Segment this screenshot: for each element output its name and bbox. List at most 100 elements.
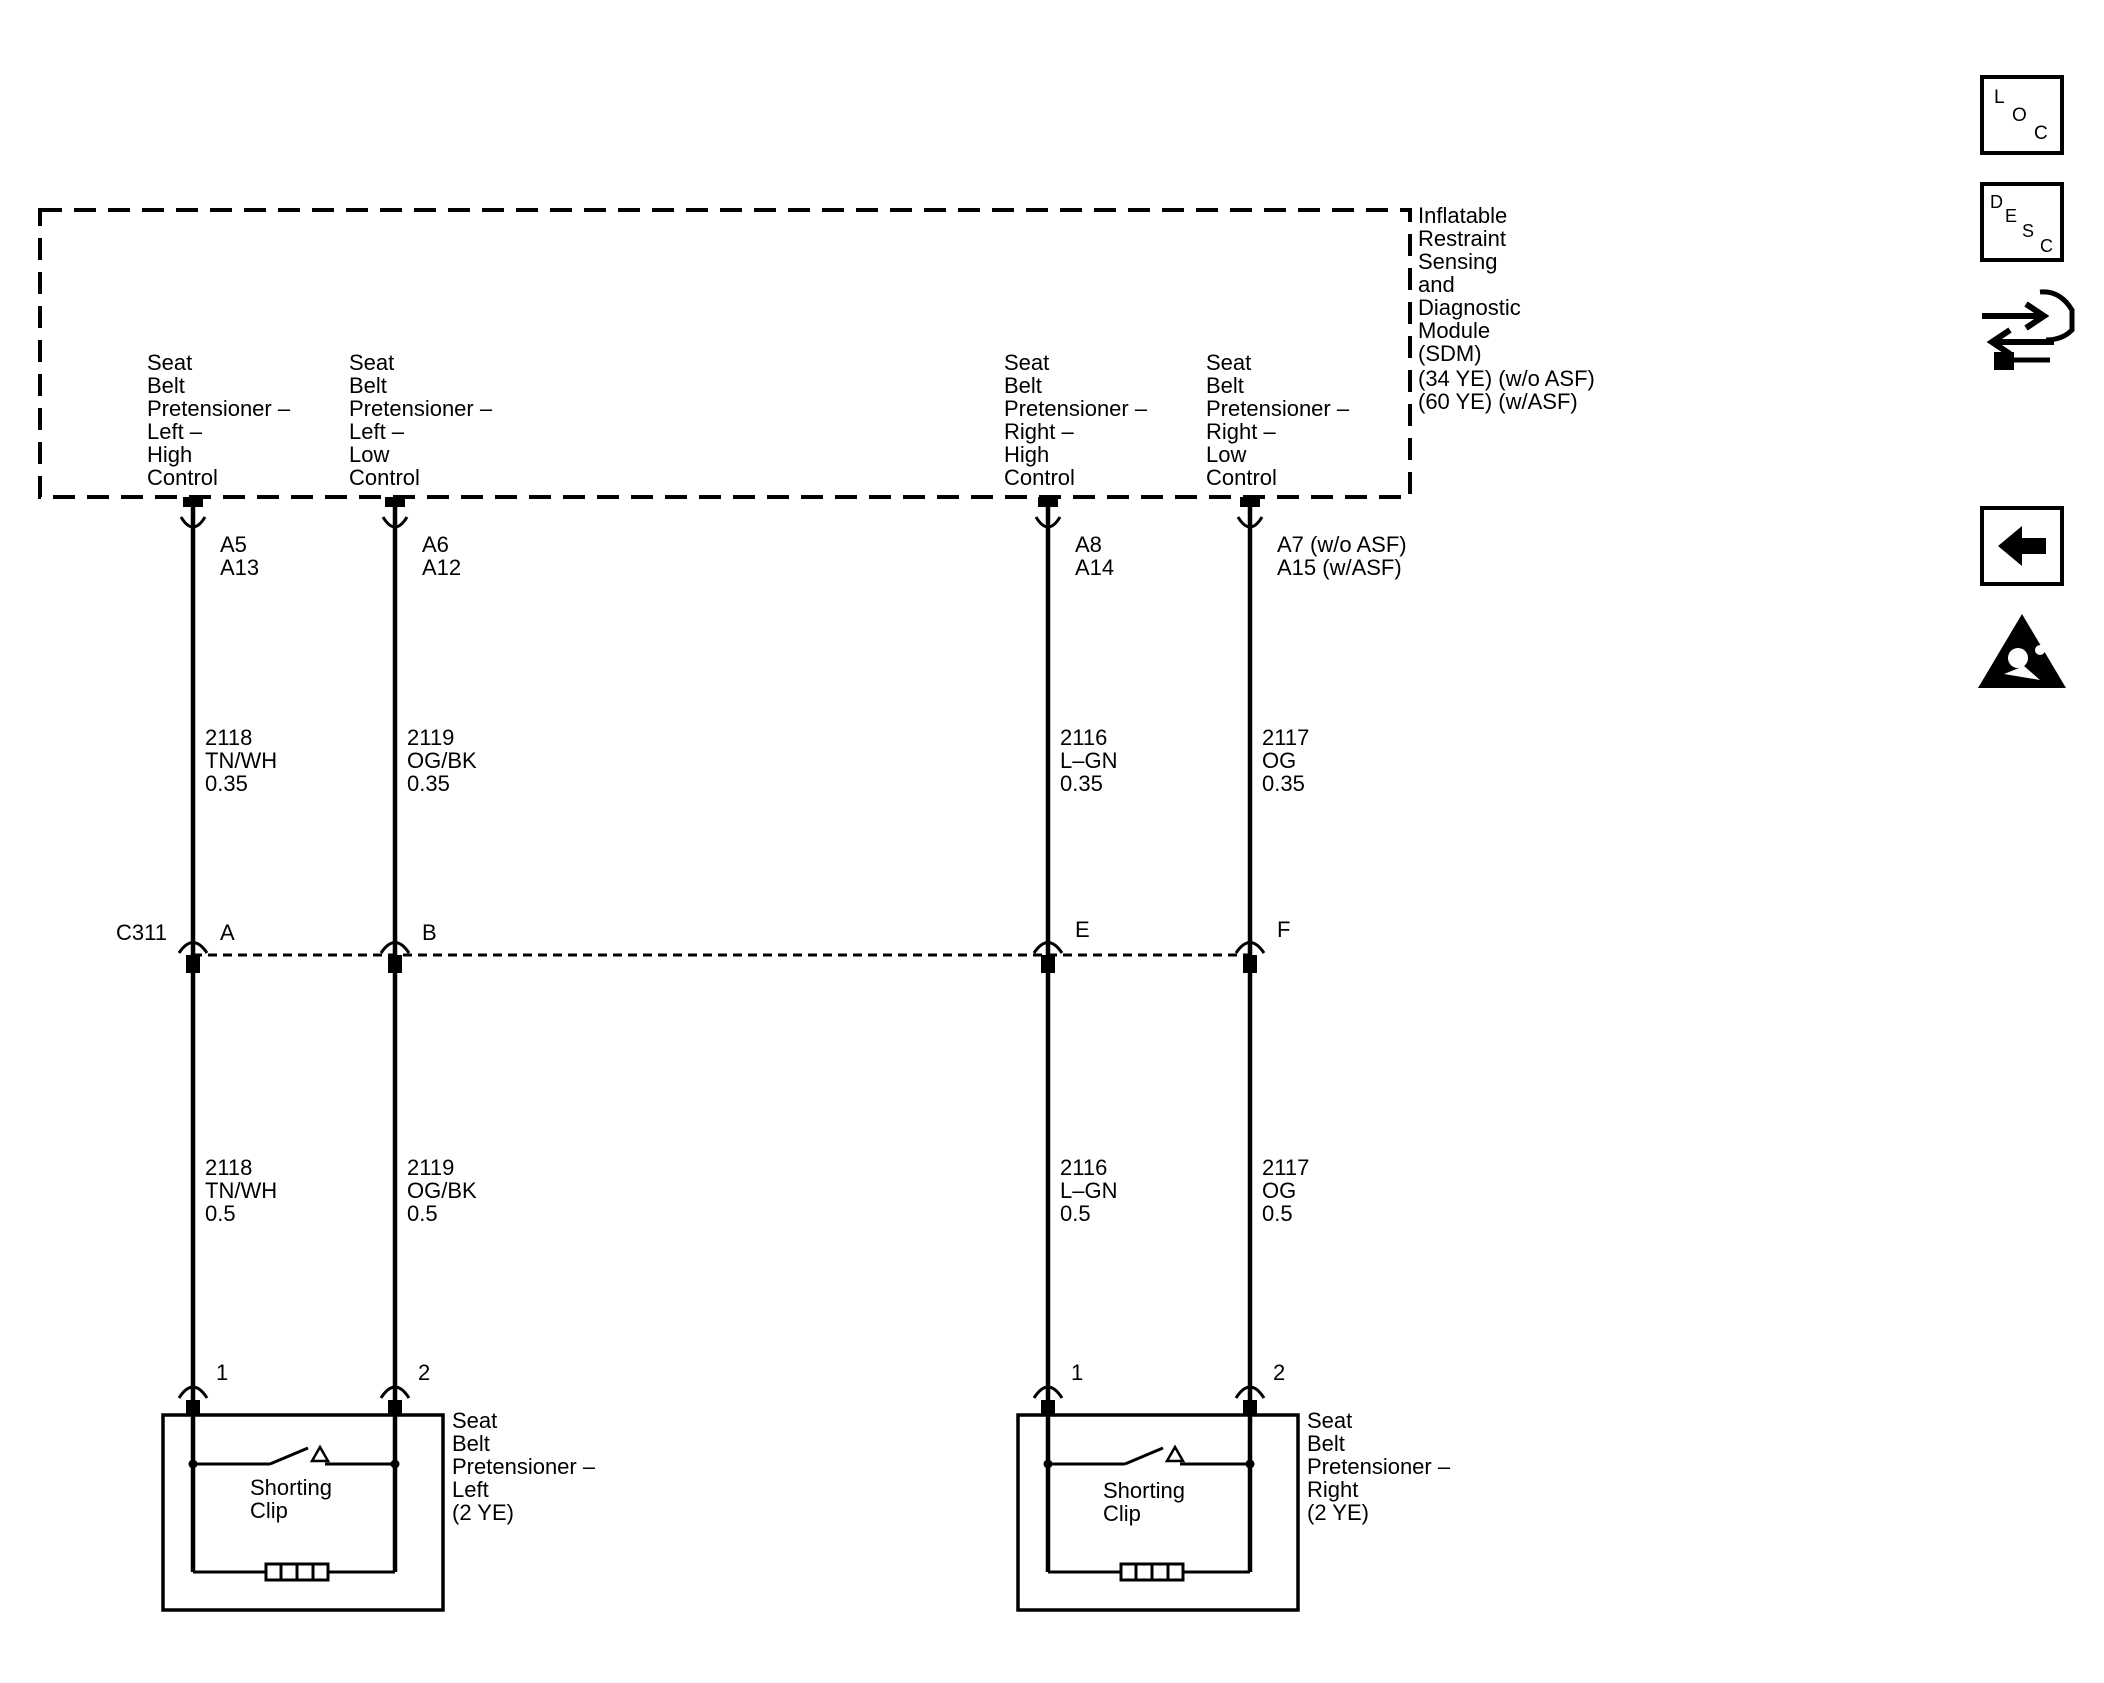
device-label-line: Right [1307, 1477, 1358, 1502]
device-label-line: (2 YE) [1307, 1500, 1369, 1525]
pretensioner-right: Shorting Clip [1016, 1412, 1300, 1612]
device-box [1016, 1413, 1300, 1612]
connector-terminal [379, 941, 411, 973]
sdm-label: Inflatable Restraint Sensing and Diagnos… [1418, 203, 1595, 414]
sdm-pin-label: A15 (w/ASF) [1277, 555, 1402, 580]
back-arrow-icon[interactable] [1980, 506, 2064, 586]
sdm-pin-label: A14 [1075, 555, 1114, 580]
wire-gauge: 0.5 [407, 1201, 438, 1226]
loc-letter: L [1994, 87, 2005, 108]
connector-pin-label: E [1075, 917, 1090, 942]
device-pin-label: 2 [418, 1360, 430, 1385]
function-label-line: Control [147, 465, 218, 490]
circuit-number: 2117 [1262, 1155, 1309, 1180]
function-label-line: Right – [1004, 419, 1074, 444]
connector-pin-label: A [220, 920, 235, 945]
wire-label-upper: 2119 OG/BK 0.35 [407, 725, 477, 796]
device-label-line: Seat [1307, 1408, 1352, 1433]
wire-color: OG [1262, 748, 1296, 773]
device-pin-label: 2 [1273, 1360, 1285, 1385]
device-label-line: Pretensioner – [1307, 1454, 1451, 1479]
device-label-line: Pretensioner – [452, 1454, 596, 1479]
sdm-label-line: Module [1418, 318, 1490, 343]
sdm-terminal [179, 497, 207, 529]
triangle-icon [1164, 1444, 1186, 1463]
sdm-terminal [381, 497, 409, 529]
device-label-line: Seat [452, 1408, 497, 1433]
sdm-terminal [1034, 497, 1062, 529]
function-label-line: Belt [349, 373, 387, 398]
sdm-pin-label: A5 [220, 532, 247, 557]
wire-gauge: 0.5 [1060, 1201, 1091, 1226]
connector-terminal [1234, 941, 1266, 973]
function-label-line: Belt [1206, 373, 1244, 398]
device-label-line: Belt [1307, 1431, 1345, 1456]
desc-letter: E [2005, 206, 2017, 226]
sdm-pin-label: A13 [220, 555, 259, 580]
device-label-line: Left [452, 1477, 489, 1502]
pretensioner-left-label: Seat Belt Pretensioner – Left (2 YE) [452, 1408, 596, 1525]
shorting-clip-label: Shorting [1103, 1478, 1185, 1503]
shorting-clip-label: Clip [250, 1498, 288, 1523]
sdm-label-line: Restraint [1418, 226, 1506, 251]
wire-label-lower: 2116 L–GN 0.5 [1060, 1155, 1117, 1226]
wire-color: L–GN [1060, 1178, 1117, 1203]
device-terminal [1234, 1385, 1266, 1414]
sdm-label-line: Diagnostic [1418, 295, 1521, 320]
function-label-right-low: Seat Belt Pretensioner – Right – Low Con… [1206, 350, 1350, 490]
wire-label-lower: 2117 OG 0.5 [1262, 1155, 1309, 1226]
sdm-terminal [1236, 497, 1264, 529]
device-pin-label: 1 [216, 1360, 228, 1385]
wire-color: L–GN [1060, 748, 1117, 773]
function-label-line: Control [1206, 465, 1277, 490]
sdm-label-line: (34 YE) (w/o ASF) [1418, 366, 1595, 391]
connector-terminal [1032, 941, 1064, 973]
sdm-pin-label: A8 [1075, 532, 1102, 557]
desc-button-icon[interactable]: D E S C [1980, 182, 2064, 262]
device-label-line: (2 YE) [452, 1500, 514, 1525]
circuit-number: 2119 [407, 1155, 454, 1180]
connector-pin-label: B [422, 920, 437, 945]
function-label-line: Pretensioner – [349, 396, 493, 421]
function-label-line: Low [1206, 442, 1246, 467]
resistor-icon [1119, 1562, 1185, 1582]
circuit-number: 2118 [205, 1155, 252, 1180]
sdm-pin-label: A6 [422, 532, 449, 557]
device-terminal [379, 1385, 411, 1414]
shorting-clip-label: Shorting [250, 1475, 332, 1500]
circuit-number: 2117 [1262, 725, 1309, 750]
loc-button-icon[interactable]: L O C [1980, 75, 2064, 155]
sdm-label-line: Inflatable [1418, 203, 1507, 228]
device-terminal [177, 1385, 209, 1414]
desc-letter: C [2040, 236, 2053, 256]
wire-gauge: 0.35 [1262, 771, 1305, 796]
function-label-line: Belt [147, 373, 185, 398]
wire-gauge: 0.35 [407, 771, 450, 796]
function-label-line: Seat [349, 350, 394, 375]
sdm-module-outline [38, 208, 1412, 499]
sdm-label-line: and [1418, 272, 1455, 297]
desc-letter: D [1990, 192, 2003, 212]
device-box [161, 1413, 445, 1612]
wire-color: TN/WH [205, 1178, 277, 1203]
function-label-right-high: Seat Belt Pretensioner – Right – High Co… [1004, 350, 1148, 490]
airbag-warning-icon[interactable] [1978, 614, 2066, 688]
connector-pin-label: F [1277, 917, 1290, 942]
connector-terminal [177, 941, 209, 973]
function-label-line: Left – [349, 419, 405, 444]
connector-hand-icon[interactable] [1982, 289, 2075, 370]
function-label-line: Control [1004, 465, 1075, 490]
triangle-icon [309, 1444, 331, 1463]
circuit-number: 2116 [1060, 725, 1107, 750]
desc-letter: S [2022, 221, 2034, 241]
wire-label-lower: 2119 OG/BK 0.5 [407, 1155, 477, 1226]
wire-label-upper: 2117 OG 0.35 [1262, 725, 1309, 796]
resistor-icon [264, 1562, 330, 1582]
wire-gauge: 0.5 [205, 1201, 236, 1226]
function-label-line: Seat [147, 350, 192, 375]
function-label-line: Left – [147, 419, 203, 444]
sdm-pin-label: A12 [422, 555, 461, 580]
wire-color: OG/BK [407, 748, 477, 773]
wire-color: OG/BK [407, 1178, 477, 1203]
